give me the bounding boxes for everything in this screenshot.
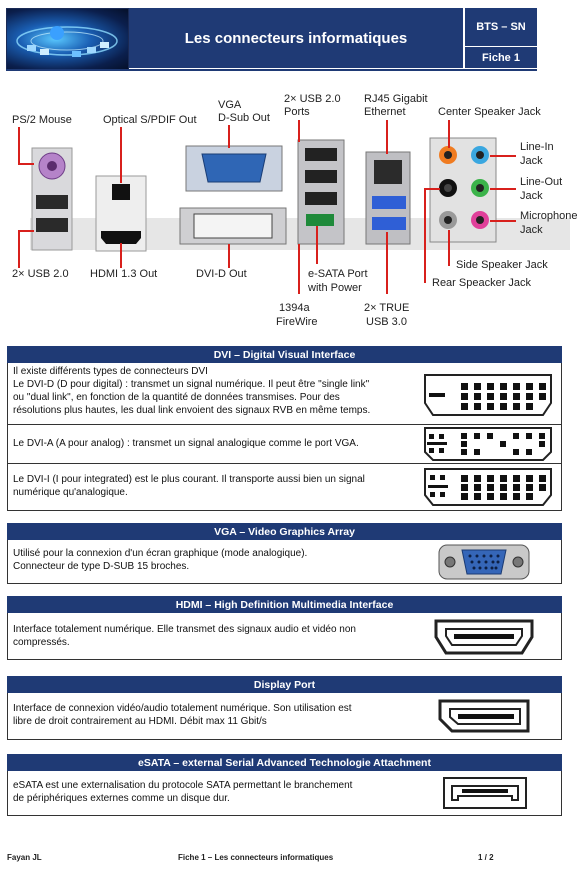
section-title-displayport: Display Port xyxy=(7,676,562,693)
motherboard-panel-figure: PS/2 Mouse Optical S/PDIF Out VGA D-Sub … xyxy=(0,80,587,330)
header-divider xyxy=(6,69,537,71)
label-1394a: 1394a xyxy=(279,302,310,314)
header-logo xyxy=(6,8,129,70)
leader-line xyxy=(120,243,122,268)
label-vga: VGA xyxy=(218,99,242,111)
label-side-speaker: Side Speaker Jack xyxy=(456,259,548,271)
dvi-row-analog: Le DVI-A (A pour analog) : transmet un s… xyxy=(7,425,562,464)
label-rear-speaker: Rear Speacker Jack xyxy=(432,277,532,289)
leader-line xyxy=(298,120,300,142)
leader-line xyxy=(448,230,450,266)
esata-connector-icon xyxy=(443,777,527,809)
dvi-i-connector-icon xyxy=(424,468,552,506)
label-vga-dsub: D-Sub Out xyxy=(218,112,270,124)
label-line-in: Line-In xyxy=(520,141,554,153)
dvi-a-connector-icon xyxy=(424,427,552,461)
label-usb20-bottom: 2× USB 2.0 xyxy=(12,268,69,280)
label-ethernet: Ethernet xyxy=(364,106,406,118)
dvi-text: Il existe différents types de connecteur… xyxy=(13,366,208,377)
label-esata-power: with Power xyxy=(308,282,362,294)
section-title-hdmi: HDMI – High Definition Multimedia Interf… xyxy=(7,596,562,613)
vga-text: Utilisé pour la connexion d'un écran gra… xyxy=(13,548,308,559)
leader-line xyxy=(316,226,318,264)
label-usb30: 2× TRUE xyxy=(364,302,410,314)
hdmi-text: compressés. xyxy=(13,637,70,648)
leader-line xyxy=(18,163,34,165)
label-esata: e-SATA Port xyxy=(308,268,368,280)
label-firewire: FireWire xyxy=(276,316,318,328)
dvi-text: numérique qu'analogique. xyxy=(13,487,128,498)
dvi-row-digital: Il existe différents types de connecteur… xyxy=(7,363,562,425)
label-hdmi-out: HDMI 1.3 Out xyxy=(90,268,158,280)
displayport-text: Interface de connexion vidéo/audio total… xyxy=(13,703,352,714)
leader-line xyxy=(490,155,516,157)
label-optical-spdif: Optical S/PDIF Out xyxy=(103,114,197,126)
leader-line xyxy=(386,232,388,294)
vga-row: Utilisé pour la connexion d'un écran gra… xyxy=(7,540,562,584)
label-usb20-top: 2× USB 2.0 xyxy=(284,93,341,105)
dvi-text: Le DVI-D (D pour digital) : transmet un … xyxy=(13,379,370,390)
hdmi-row: Interface totalement numérique. Elle tra… xyxy=(7,613,562,660)
vga-connector-icon xyxy=(438,544,530,580)
leader-line xyxy=(490,220,516,222)
section-title-esata: eSATA – external Serial Advanced Technol… xyxy=(7,754,562,771)
leader-line xyxy=(298,244,300,294)
hdmi-connector-icon xyxy=(434,619,534,655)
label-microphone: Microphone xyxy=(520,210,578,222)
dvi-text: Le DVI-A (A pour analog) : transmet un s… xyxy=(13,438,359,449)
dvi-d-connector-icon xyxy=(424,374,552,416)
leader-line xyxy=(18,230,34,232)
label-center-speaker: Center Speaker Jack xyxy=(438,106,541,118)
label-microphone-jack: Jack xyxy=(520,224,543,236)
vga-text: Connecteur de type D-SUB 15 broches. xyxy=(13,561,190,572)
footer-title: Fiche 1 – Les connecteurs informatiques xyxy=(178,853,334,862)
panel-drawing xyxy=(30,137,570,252)
leader-line xyxy=(228,244,230,268)
leader-line xyxy=(424,188,426,283)
esata-row: eSATA est une externalisation du protoco… xyxy=(7,771,562,816)
label-usb20-ports: Ports xyxy=(284,106,310,118)
dvi-text: ou "dual link", en fonction de la quanti… xyxy=(13,392,340,403)
dvi-text: Le DVI-I (I pour integrated) est le plus… xyxy=(13,474,365,485)
section-title-vga: VGA – Video Graphics Array xyxy=(7,523,562,540)
leader-line xyxy=(424,188,440,190)
displayport-connector-icon xyxy=(438,699,530,733)
label-line-out: Line-Out xyxy=(520,176,563,188)
dvi-row-integrated: Le DVI-I (I pour integrated) est le plus… xyxy=(7,464,562,511)
esata-text: eSATA est une externalisation du protoco… xyxy=(13,780,353,791)
page-title: Les connecteurs informatiques xyxy=(129,8,463,68)
course-label: BTS – SN xyxy=(465,8,537,46)
leader-line xyxy=(490,188,516,190)
hdmi-text: Interface totalement numérique. Elle tra… xyxy=(13,624,356,635)
label-ps2-mouse: PS/2 Mouse xyxy=(12,114,72,126)
sheet-label: Fiche 1 xyxy=(465,47,537,68)
label-rj45: RJ45 Gigabit xyxy=(364,93,428,105)
displayport-row: Interface de connexion vidéo/audio total… xyxy=(7,693,562,740)
label-dvi-out: DVI-D Out xyxy=(196,268,247,280)
footer-author: Fayan JL xyxy=(7,853,42,862)
dvi-text: résolutions plus hautes, les dual link e… xyxy=(13,405,371,416)
leader-line xyxy=(120,127,122,183)
label-usb30-true: USB 3.0 xyxy=(366,316,407,328)
label-line-out-jack: Jack xyxy=(520,190,543,202)
leader-line xyxy=(386,120,388,154)
label-line-in-jack: Jack xyxy=(520,155,543,167)
leader-line xyxy=(228,125,230,148)
leader-line xyxy=(448,120,450,148)
logo-graphic xyxy=(16,26,118,57)
leader-line xyxy=(18,230,20,268)
leader-line xyxy=(18,127,20,164)
footer-page-number: 1 / 2 xyxy=(478,853,494,862)
esata-text: de périphériques externes comme un disqu… xyxy=(13,793,230,804)
section-title-dvi: DVI – Digital Visual Interface xyxy=(7,346,562,363)
displayport-text: libre de droit contrairement au HDMI. Dé… xyxy=(13,716,267,727)
